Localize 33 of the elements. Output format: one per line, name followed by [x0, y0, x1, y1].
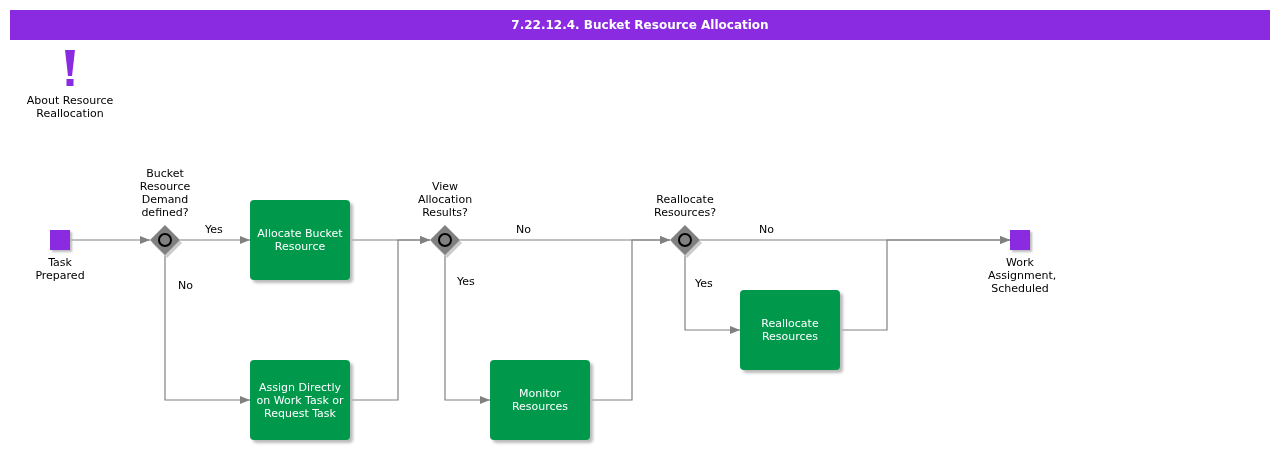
task-label: Monitor Resources — [510, 387, 570, 413]
task-box — [490, 360, 590, 440]
gateway-diamond — [670, 225, 700, 255]
edge-label: Yes — [203, 223, 225, 236]
event-square — [50, 230, 70, 250]
task-label: Reallocate Resources — [760, 317, 820, 343]
task-label: Allocate Bucket Resource — [256, 227, 344, 253]
edge-label: Yes — [693, 277, 715, 290]
gateway-diamond — [430, 225, 460, 255]
task-label: Assign Directly on Work Task or Request Task — [255, 380, 345, 420]
title-bar: 7.22.12.4. Bucket Resource Allocation — [10, 10, 1270, 40]
gateway-diamond — [150, 225, 180, 255]
note-label: About Resource Reallocation — [25, 94, 115, 120]
connector-arrow — [684, 254, 741, 334]
task-box — [740, 290, 840, 370]
node-label: View Allocation Results? — [416, 180, 474, 219]
connector-arrow — [179, 236, 251, 244]
edge-label: No — [176, 279, 195, 292]
connector-arrow — [839, 236, 1011, 331]
task-box — [250, 360, 350, 440]
node-label: Bucket Resource Demand defined? — [138, 167, 192, 219]
task-box — [250, 200, 350, 280]
node-label: Task Prepared — [34, 256, 86, 282]
edge-label: No — [514, 223, 533, 236]
connector-arrow — [69, 236, 151, 244]
edge-label: Yes — [455, 275, 477, 288]
connector-arrow — [349, 236, 431, 401]
edge-label: No — [757, 223, 776, 236]
connector-arrow — [589, 236, 671, 401]
node-label: Reallocate Resources? — [653, 193, 717, 219]
connector-arrow — [444, 254, 491, 404]
connector-arrow — [164, 254, 251, 404]
event-square — [1010, 230, 1030, 250]
